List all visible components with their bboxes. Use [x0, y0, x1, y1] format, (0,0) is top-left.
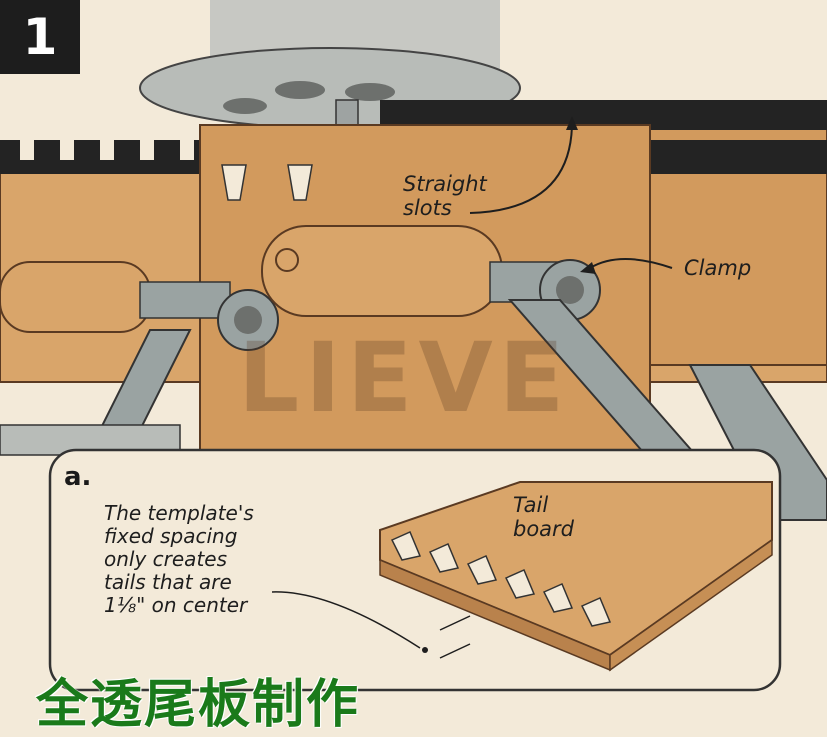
- right-clamp: [261, 225, 703, 461]
- spacing-leader: [271, 591, 421, 649]
- straight-slots-leader: [469, 124, 573, 214]
- clamp-leader: [589, 258, 673, 269]
- tail-board: [379, 481, 773, 672]
- inset-badge: a.: [64, 462, 92, 492]
- chinese-caption: 全透尾板制作: [36, 675, 361, 735]
- tail-board-label: Tail board: [513, 493, 575, 541]
- inset-note: The template's fixed spacing only create…: [104, 501, 254, 617]
- straight-slots-label: Straight slots: [403, 172, 487, 220]
- clamp-label: Clamp: [684, 256, 752, 280]
- watermark-text: LIEVE: [238, 322, 571, 434]
- step-number-badge: 1: [0, 0, 80, 74]
